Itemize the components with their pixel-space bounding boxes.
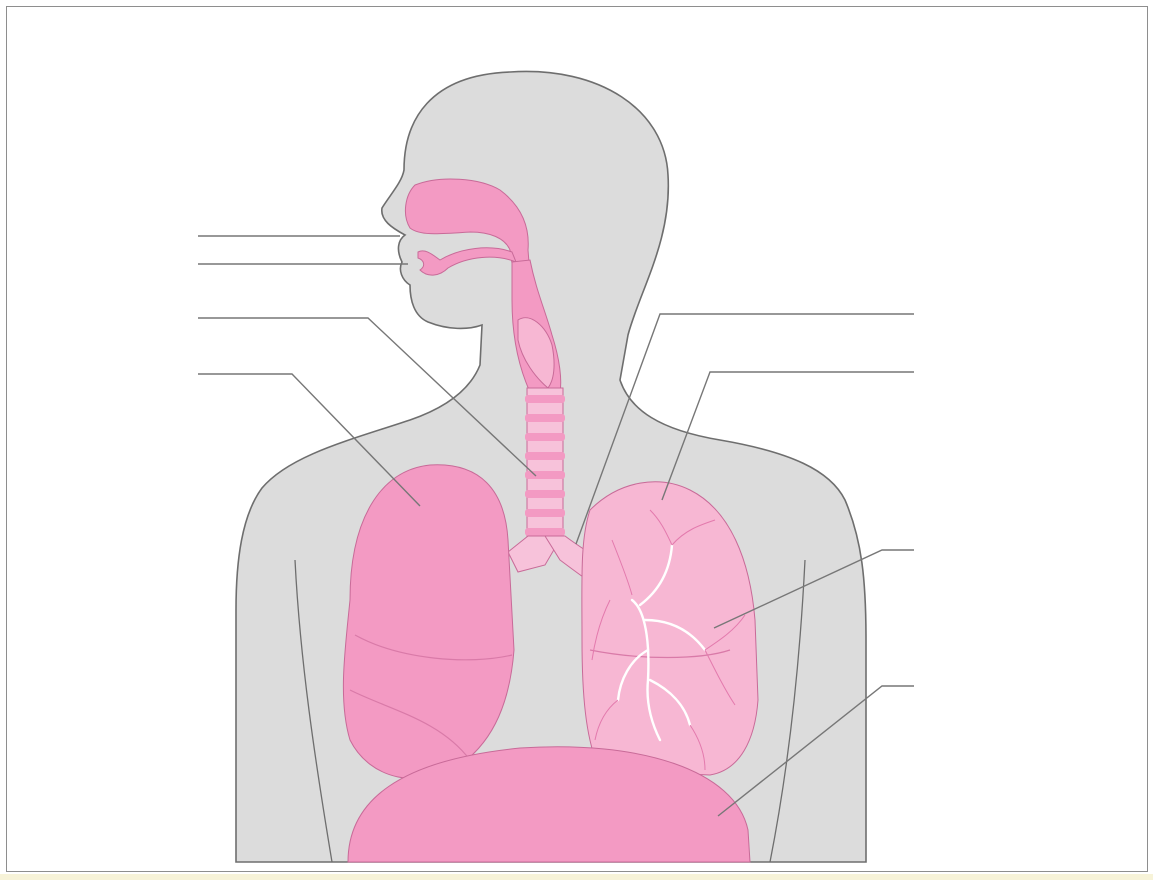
trachea-shape xyxy=(525,388,565,538)
right-lung-shape xyxy=(343,465,514,779)
